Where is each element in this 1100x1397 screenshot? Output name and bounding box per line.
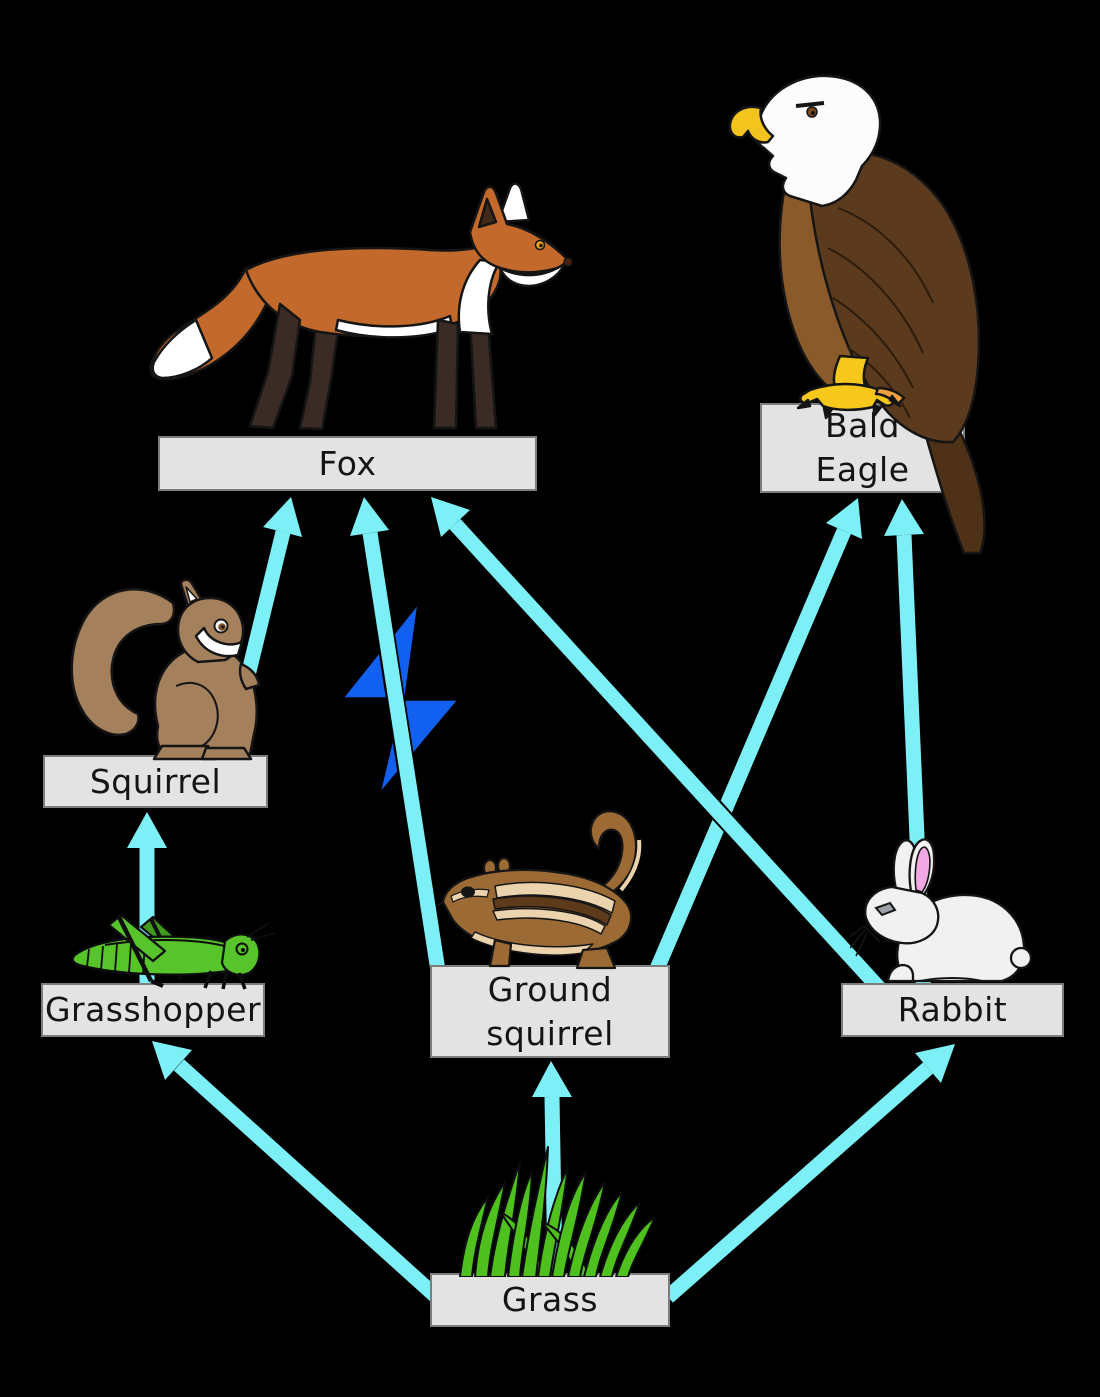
- arrow-ground-squirrel-to-eagle: [639, 495, 864, 994]
- squirrel-illustration: [58, 578, 328, 777]
- fox-illustration: [140, 172, 580, 446]
- node-squirrel-label: Squirrel: [89, 761, 222, 801]
- arrow-ground-squirrel-to-fox: [347, 494, 451, 992]
- node-grass: Grass: [430, 1273, 670, 1327]
- arrow-grass-to-grasshopper: [150, 1039, 447, 1308]
- node-grass-label: Grass: [501, 1280, 599, 1320]
- grasshopper-illustration: [65, 893, 305, 997]
- node-fox: Fox: [158, 436, 537, 491]
- node-rabbit: Rabbit: [841, 983, 1064, 1037]
- node-ground-squirrel-label: Ground squirrel: [486, 969, 614, 1053]
- bald-eagle-illustration: [728, 48, 1018, 572]
- node-grasshopper-label: Grasshopper: [44, 990, 262, 1030]
- node-rabbit-label: Rabbit: [897, 990, 1008, 1030]
- arrow-grass-to-rabbit: [661, 1042, 957, 1305]
- grass-illustration: [450, 1142, 665, 1281]
- arrow-rabbit-to-fox: [429, 495, 898, 1007]
- rabbit-illustration: [847, 838, 1040, 992]
- node-ground-squirrel: Ground squirrel: [430, 965, 670, 1058]
- node-fox-label: Fox: [318, 443, 377, 483]
- node-grasshopper: Grasshopper: [41, 983, 265, 1037]
- ground-squirrel-illustration: [435, 800, 695, 979]
